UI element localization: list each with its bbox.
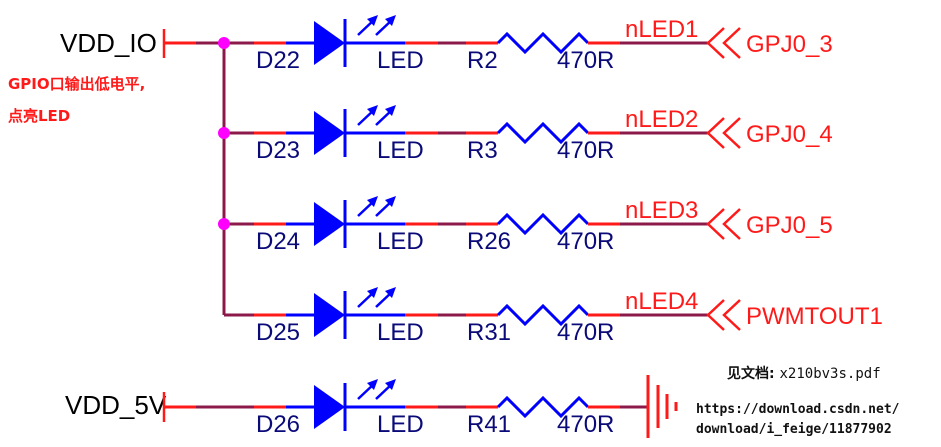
diode-type-label: LED bbox=[377, 47, 424, 74]
net-label: nLED3 bbox=[625, 197, 698, 224]
port-chevron-icon bbox=[722, 208, 741, 240]
resistor-icon bbox=[496, 303, 590, 327]
resistor-designator: R26 bbox=[467, 228, 511, 255]
port-chevron-icon bbox=[706, 27, 725, 59]
resistor-designator: R3 bbox=[467, 137, 498, 164]
led-diode-icon bbox=[314, 202, 345, 246]
port-chevron-icon bbox=[722, 27, 741, 59]
diode-designator: D25 bbox=[256, 319, 300, 346]
port-label: GPJ0_4 bbox=[746, 121, 833, 148]
arrow-head-icon bbox=[367, 196, 378, 207]
net-label: nLED4 bbox=[625, 288, 698, 315]
port-label: GPJ0_3 bbox=[746, 31, 833, 58]
resistor-value: 470R bbox=[557, 319, 614, 346]
reference-doc: 见文档: x210bv3s.pdf bbox=[727, 364, 881, 385]
arrow-head-icon bbox=[367, 379, 378, 390]
port-chevron-icon bbox=[706, 299, 725, 331]
resistor-designator: R2 bbox=[467, 47, 498, 74]
arrow-head-icon bbox=[385, 379, 396, 390]
arrow-head-icon bbox=[385, 105, 396, 116]
arrow-head-icon bbox=[385, 287, 396, 298]
diode-type-label: LED bbox=[377, 137, 424, 164]
arrow-head-icon bbox=[367, 105, 378, 116]
branch-d26: D26 LED R41 470R bbox=[164, 379, 648, 438]
port-label: PWMTOUT1 bbox=[746, 303, 883, 330]
diode-type-label: LED bbox=[377, 228, 424, 255]
net-label: nLED1 bbox=[625, 16, 698, 43]
arrow-head-icon bbox=[385, 15, 396, 26]
resistor-value: 470R bbox=[557, 411, 614, 438]
diode-type-label: LED bbox=[377, 319, 424, 346]
port-chevron-icon bbox=[722, 299, 741, 331]
port-chevron-icon bbox=[722, 117, 741, 149]
resistor-value: 470R bbox=[557, 228, 614, 255]
led-diode-icon bbox=[314, 385, 345, 429]
resistor-value: 470R bbox=[557, 47, 614, 74]
reference-doc-name: x210bv3s.pdf bbox=[779, 366, 881, 382]
junction-dot bbox=[218, 127, 230, 139]
power-label-vdd-io: VDD_IO bbox=[60, 28, 157, 58]
port-label: GPJ0_5 bbox=[746, 212, 833, 239]
diode-designator: D22 bbox=[256, 47, 300, 74]
port-chevron-icon bbox=[706, 117, 725, 149]
ground-icon bbox=[646, 375, 678, 438]
resistor-designator: R41 bbox=[467, 411, 511, 438]
resistor-value: 470R bbox=[557, 137, 614, 164]
arrow-head-icon bbox=[385, 196, 396, 207]
reference-url-line-1[interactable]: https://download.csdn.net/ bbox=[696, 402, 900, 417]
junction-dot bbox=[218, 37, 230, 49]
net-label: nLED2 bbox=[625, 106, 698, 133]
junction-dot bbox=[218, 218, 230, 230]
arrow-head-icon bbox=[367, 15, 378, 26]
diode-designator: D23 bbox=[256, 137, 300, 164]
reference-url-line-2[interactable]: download/i_feige/11877902 bbox=[696, 422, 892, 437]
note-line-1: GPIO口输出低电平, bbox=[8, 75, 146, 93]
led-diode-icon bbox=[314, 111, 345, 155]
arrow-head-icon bbox=[367, 287, 378, 298]
port-chevron-icon bbox=[706, 208, 725, 240]
resistor-icon bbox=[496, 395, 590, 419]
resistor-icon bbox=[496, 212, 590, 236]
diode-designator: D24 bbox=[256, 228, 300, 255]
resistor-icon bbox=[496, 121, 590, 145]
diode-type-label: LED bbox=[377, 411, 424, 438]
led-diode-icon bbox=[314, 293, 345, 337]
note-line-2: 点亮LED bbox=[8, 107, 71, 125]
diode-designator: D26 bbox=[256, 411, 300, 438]
resistor-icon bbox=[496, 31, 590, 55]
resistor-designator: R31 bbox=[467, 319, 511, 346]
led-diode-icon bbox=[314, 21, 345, 65]
power-label-vdd-5v: VDD_5V bbox=[65, 390, 167, 420]
reference-doc-label: 见文档: bbox=[727, 366, 775, 382]
